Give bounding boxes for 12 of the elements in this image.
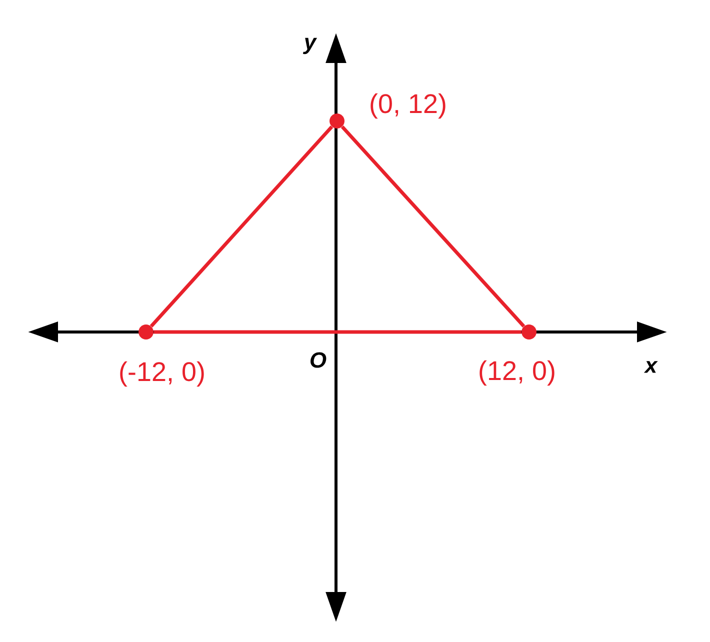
triangle-side [150,126,334,328]
point-dot [138,324,154,340]
axis-label: x [644,361,658,373]
triangle-side [154,330,522,334]
axis-label: y [302,38,318,54]
point-label: (-12, 0) [120,361,204,387]
origin-label: O [310,352,326,368]
point-label: (12, 0) [480,360,554,386]
triangle-side [340,126,526,328]
point-label: (0, 12) [370,93,446,119]
point-dot [522,324,536,340]
point-dot [330,114,344,128]
